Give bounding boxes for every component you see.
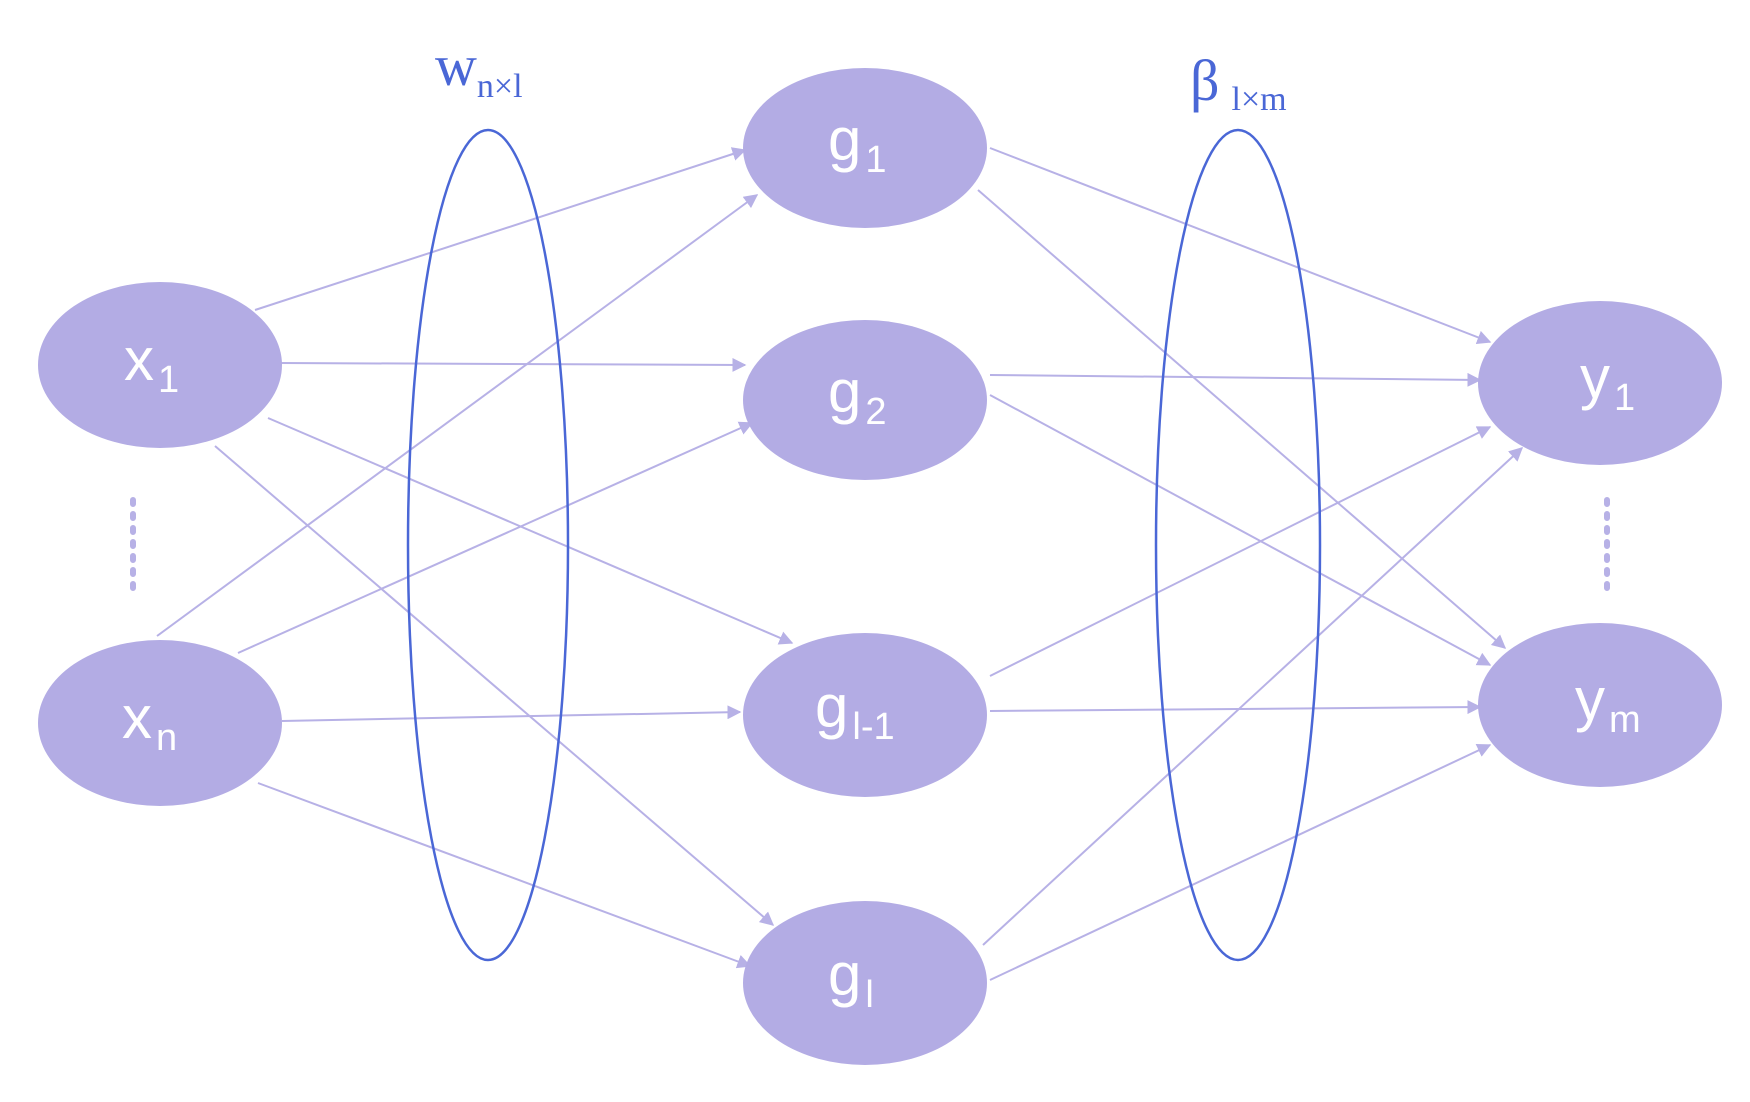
edge-gl-y1 — [982, 447, 1524, 946]
hidden-node-gl-1-shape — [743, 633, 987, 797]
edge-x1-g2 — [279, 357, 747, 372]
edge-gl-ym — [989, 744, 1492, 981]
edge-g2-y1 — [989, 372, 1482, 387]
weight-group-beta-outline — [1154, 128, 1322, 962]
weight-group-w-label: wn×l — [435, 33, 523, 105]
edge-g1-y1 — [989, 147, 1492, 344]
edge-x1-gl — [214, 445, 775, 926]
input-node-x1-shape — [38, 282, 282, 448]
output-node-y1-shape — [1478, 301, 1722, 465]
hidden-node-g1-shape — [743, 68, 987, 228]
edge-xn-g2 — [237, 421, 754, 654]
output-node-ym-shape — [1478, 623, 1722, 787]
edge-xn-g1 — [156, 194, 759, 637]
edge-g1-ym — [977, 189, 1507, 649]
edge-gl1-y1 — [989, 426, 1492, 677]
input-node-xn-shape — [38, 640, 282, 806]
edge-xn-gl — [257, 782, 752, 969]
hidden-output-edges — [977, 147, 1524, 981]
edge-g2-ym — [989, 394, 1492, 666]
edge-xn-gl1 — [281, 705, 742, 722]
hidden-node-g2-shape — [743, 320, 987, 480]
edge-x1-gl1 — [267, 417, 794, 645]
edge-gl1-ym — [989, 700, 1482, 715]
input-hidden-edges — [156, 147, 794, 969]
edge-x1-g1 — [254, 147, 747, 311]
hidden-node-gl-shape — [743, 901, 987, 1065]
weight-group-w-outline — [406, 128, 570, 962]
